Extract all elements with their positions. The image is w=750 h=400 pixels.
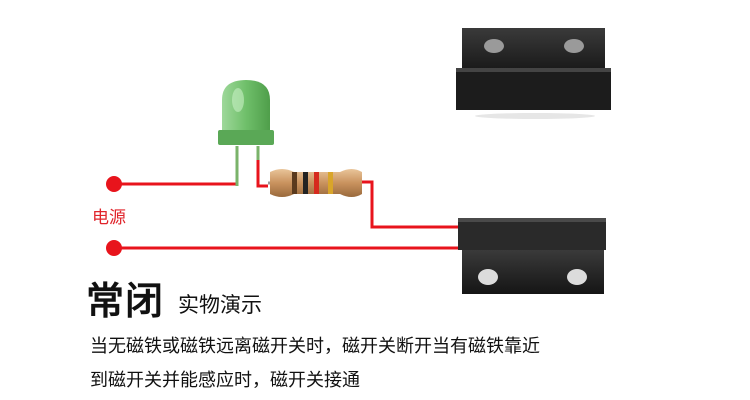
description-line-1: 当无磁铁或磁铁远离磁开关时，磁开关断开当有磁铁靠近 (90, 336, 540, 357)
power-label: 电源 (92, 208, 126, 228)
title-demo: 实物演示 (178, 293, 262, 317)
magnet (456, 28, 611, 119)
reed-switch (458, 218, 606, 294)
title-normally-closed: 常闭 (86, 279, 165, 323)
wire-led-resistor (256, 158, 268, 188)
led (218, 80, 274, 186)
wire-top (114, 158, 239, 186)
description-line-2: 到磁开关并能感应时，磁开关接通 (90, 370, 360, 391)
power-terminal-negative (106, 240, 122, 256)
power-terminal-positive (106, 176, 122, 192)
resistor (268, 169, 362, 197)
wire-resistor-switch (362, 180, 460, 229)
